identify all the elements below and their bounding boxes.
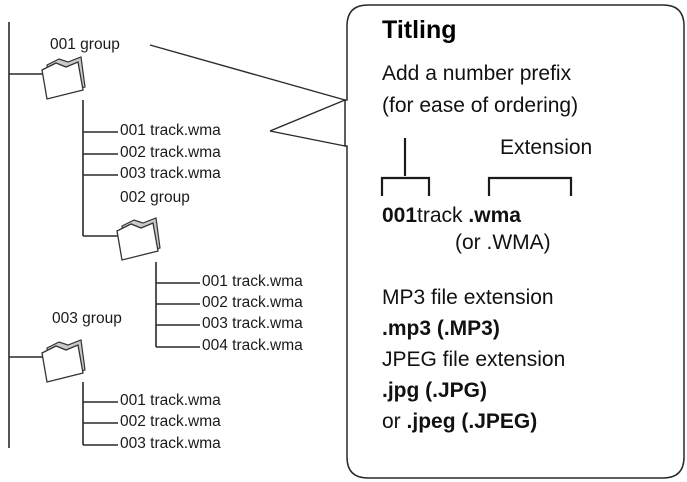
file-label: 002 track.wma xyxy=(202,294,303,311)
mp3-label: MP3 file extension xyxy=(382,286,554,309)
file-label: 004 track.wma xyxy=(202,337,303,354)
file-label: 001 track.wma xyxy=(120,122,221,139)
group-label: 002 group xyxy=(120,189,190,206)
filename-example: 001track .wma xyxy=(382,205,521,226)
or-word: or xyxy=(382,410,401,433)
callout-pointer-group xyxy=(149,44,346,101)
extension-bracket xyxy=(487,176,573,196)
file-label: 002 track.wma xyxy=(120,144,221,161)
titling-panel xyxy=(344,4,685,479)
group-label: 001 group xyxy=(50,36,120,53)
prefix-note-line-1: Add a number prefix xyxy=(382,62,572,85)
folder-icon xyxy=(41,339,86,383)
prefix-note-line-2: (for ease of ordering) xyxy=(382,94,579,117)
jpeg-extension-line: or .jpeg (.JPEG) xyxy=(382,411,537,432)
example-extension: .wma xyxy=(468,204,521,227)
panel-title: Titling xyxy=(382,16,457,44)
example-alt-extension: (or .WMA) xyxy=(455,231,551,254)
file-label: 003 track.wma xyxy=(202,315,303,332)
jpeg-extension: .jpeg (.JPEG) xyxy=(406,410,538,433)
number-bracket xyxy=(380,176,431,196)
file-label: 001 track.wma xyxy=(202,273,303,290)
mp3-extension: .mp3 (.MP3) xyxy=(382,317,500,340)
jpg-extension: .jpg (.JPG) xyxy=(382,379,487,402)
file-label: 003 track.wma xyxy=(120,165,221,182)
file-label: 003 track.wma xyxy=(120,435,221,452)
folder-icon xyxy=(116,217,161,261)
jpeg-label: JPEG file extension xyxy=(382,348,566,371)
file-label: 001 track.wma xyxy=(120,392,221,409)
extension-label: Extension xyxy=(500,136,593,159)
file-label: 002 track.wma xyxy=(120,413,221,430)
example-name: track xyxy=(417,204,463,227)
example-number: 001 xyxy=(382,204,418,227)
folder-icon xyxy=(41,56,86,100)
group-label: 003 group xyxy=(52,310,122,327)
callout-pointer-track-upper xyxy=(269,99,346,132)
callout-pointer-track-lower xyxy=(269,130,346,147)
